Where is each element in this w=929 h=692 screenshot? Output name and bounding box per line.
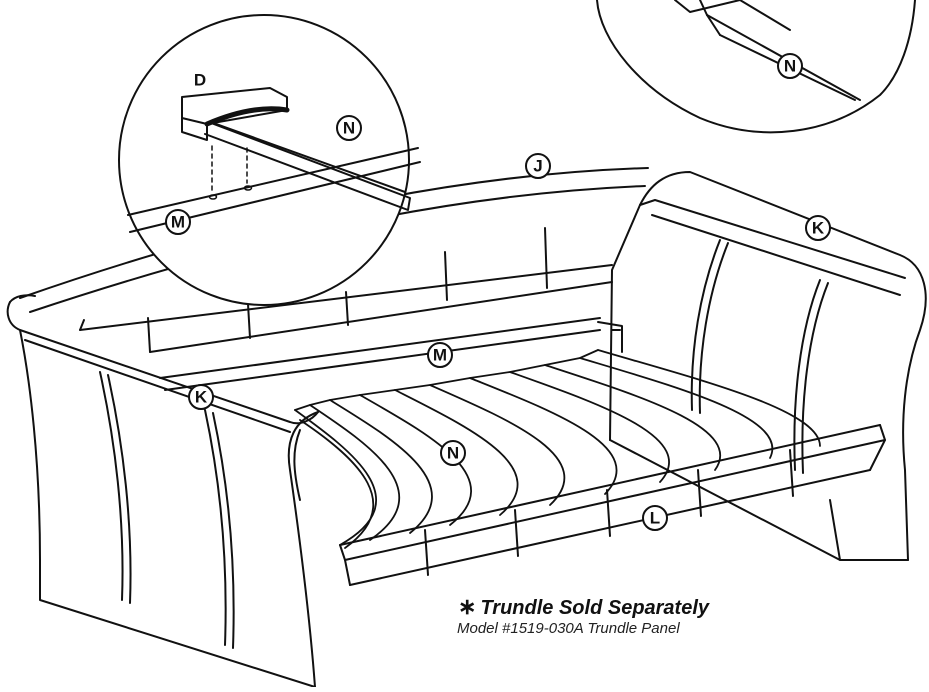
left-side-panel-k [6,294,319,688]
detail-circle-right [596,0,916,134]
callout-m-main: M [427,342,453,368]
callout-n-detail-right: N [777,53,803,79]
callout-d-label: D [194,71,206,90]
callout-n-main: N [440,440,466,466]
callout-n-detail-right-label: N [784,57,796,76]
trundle-note-title: ∗Trundle Sold Separately [458,594,709,620]
callout-j-label: J [533,157,542,176]
detail-circle-left [118,14,421,306]
trundle-note-subtitle: Model #1519-030A Trundle Panel [457,620,680,637]
slats-n [294,349,821,549]
callout-m-main-label: M [433,346,447,365]
callout-l: L [642,505,668,531]
asterisk-icon: ∗ [458,594,477,619]
callout-m-detail-label: M [171,213,185,232]
callout-k-right-label: K [812,219,825,238]
callout-k-left: K [188,384,214,410]
callout-n-detail-left-label: N [343,119,355,138]
side-rail-m [159,317,623,391]
callout-n-main-label: N [447,444,459,463]
callout-j: J [525,153,551,179]
callout-n-detail-left: N [336,115,362,141]
callout-d: D [194,71,206,90]
callout-k-left-label: K [195,388,208,407]
callout-l-label: L [650,509,660,528]
front-rail-l [339,424,886,586]
right-side-panel-k [609,171,927,561]
trundle-note-title-text: Trundle Sold Separately [480,597,710,619]
callout-k-right: K [805,215,831,241]
callout-m-detail: M [165,209,191,235]
